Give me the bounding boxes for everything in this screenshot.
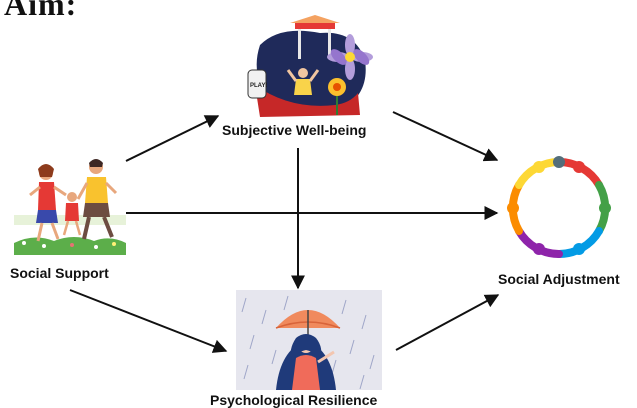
umbrella-woman-rain-illustration xyxy=(236,290,382,390)
subjective-wellbeing-label: Subjective Well-being xyxy=(222,122,367,138)
arrow-resilience-to-adjustment xyxy=(395,294,500,351)
social-support-label: Social Support xyxy=(10,265,109,281)
psychological-resilience-label: Psychological Resilience xyxy=(210,392,378,408)
social-adjustment-label: Social Adjustment xyxy=(498,271,620,287)
arrow-support-to-resilience xyxy=(69,289,228,353)
aim-heading: Aim: xyxy=(4,0,78,22)
family-running-illustration xyxy=(14,159,126,255)
playground-illustration: PLAY! xyxy=(247,15,373,117)
arrow-wellbeing-to-adjustment xyxy=(392,111,499,162)
arrow-support-to-wellbeing xyxy=(125,115,220,162)
svg-text:PLAY!: PLAY! xyxy=(250,83,267,89)
people-circle-illustration xyxy=(507,156,611,259)
